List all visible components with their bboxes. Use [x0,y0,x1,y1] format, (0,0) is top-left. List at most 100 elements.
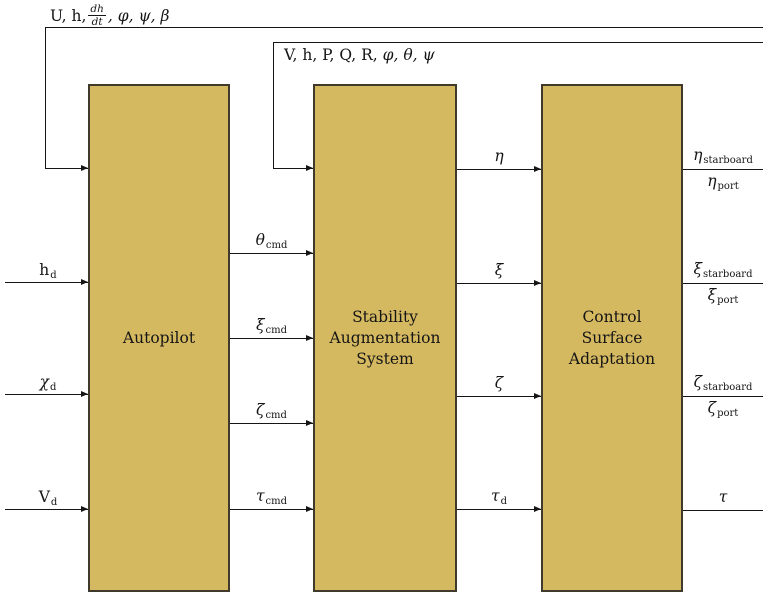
line-xi-cmd [230,338,313,339]
signal-subscript: starboard [703,269,753,280]
input-line-v-d [5,509,88,510]
line-theta-cmd [230,253,313,254]
signal-label-zeta-cmd: ζcmd [239,401,304,421]
input-line-hd [5,282,88,283]
signal-label-zeta: ζ [474,374,524,392]
signal-subscript: cmd [265,496,288,507]
signal-label-tau: τ [685,488,761,506]
signal-base: τ [491,487,500,505]
signal-label-tau-d: τd [474,487,524,507]
signal-subscript: port [717,295,739,306]
arrow-head [534,393,541,399]
signal-subscript: d [50,270,57,281]
signal-label-h-d: hd [27,261,69,281]
signal-label-chi-d: χd [27,373,69,393]
arrow-head [81,391,88,397]
output-line-tau [683,510,763,511]
signal-subscript: d [50,382,57,393]
feedback1-line-horizontal [45,27,763,28]
signal-base: τ [255,487,265,505]
feedback2-line-horizontal [273,42,763,43]
dh-dt-fraction: dh dt [88,3,106,29]
block-sas-label-line3: System [356,349,414,368]
block-control-surface-adaptation: Control Surface Adaptation [541,84,683,592]
block-stability-augmentation-system: Stability Augmentation System [313,84,457,592]
arrow-head [306,420,313,426]
signal-label-xi-starboard: ξstarboard [685,260,761,280]
feedback1-line-vertical [45,27,46,169]
signal-label-xi-port: ξport [685,286,761,306]
feedback2-label-greek: φ, θ, ψ [377,46,435,64]
signal-subscript: port [717,181,739,192]
signal-base: θ [255,231,265,249]
input-line-chi-d [5,394,88,395]
block-autopilot-label: Autopilot [122,328,196,347]
signal-label-eta: η [474,147,524,165]
line-tau-cmd [230,509,313,510]
line-zeta [457,396,541,397]
block-sas-label-line2: Augmentation [329,328,441,347]
arrow-head [306,250,313,256]
signal-base: ζ [693,373,702,391]
line-zeta-cmd [230,423,313,424]
arrow-head [534,506,541,512]
feedback2-label: V, h, P, Q, R, φ, θ, ψ [284,46,435,64]
signal-label-xi-cmd: ξcmd [239,316,304,336]
signal-base: ξ [255,316,265,334]
signal-base: ξ [707,286,717,304]
signal-base: η [707,172,717,190]
feedback1-line-into-autopilot [45,168,88,169]
signal-label-xi: ξ [474,261,524,279]
signal-base: ξ [494,261,504,279]
signal-base: ξ [693,260,703,278]
feedback2-line-vertical [273,42,274,169]
signal-base: η [693,146,703,164]
signal-subscript: starboard [703,155,753,166]
signal-base: τ [718,488,728,506]
signal-base: h [39,261,50,279]
line-eta [457,169,541,170]
signal-subscript: port [717,408,739,419]
signal-label-zeta-port: ζport [685,399,761,419]
arrow-head [306,165,313,171]
output-line-xi [683,283,763,284]
arrow-head [81,165,88,171]
signal-subscript: starboard [702,382,753,393]
feedback2-label-pre: V, h, P, Q, R, [284,46,378,64]
line-xi [457,283,541,284]
block-autopilot: Autopilot [88,84,230,592]
arrow-head [81,506,88,512]
arrow-head [534,280,541,286]
signal-label-tau-cmd: τcmd [239,487,304,507]
signal-subscript: cmd [265,410,287,421]
signal-label-eta-port: ηport [685,172,761,192]
signal-base: χ [39,373,49,391]
block-csa-label-line2: Surface [581,328,643,347]
signal-label-eta-starboard: ηstarboard [685,146,761,166]
signal-label-theta-cmd: θcmd [239,231,304,251]
arrow-head [81,279,88,285]
signal-subscript: d [50,497,58,508]
signal-label-v-d: Vd [27,488,69,508]
signal-subscript: d [500,496,507,507]
block-csa-label-line3: Adaptation [568,349,656,368]
block-sas-label-line1: Stability [352,307,418,326]
signal-label-zeta-starboard: ζstarboard [685,373,761,393]
feedback1-label-greek: , φ, ψ, β [107,6,170,25]
fraction-denominator: dt [91,16,103,29]
arrow-head [306,335,313,341]
signal-subscript: cmd [265,325,288,336]
output-line-eta [683,169,763,170]
signal-base: V [38,488,50,506]
feedback1-label: U, h, dh dt , φ, ψ, β [50,3,169,28]
signal-base: ζ [494,374,504,392]
block-csa-label-line1: Control [582,307,642,326]
signal-base: ζ [707,399,717,417]
output-line-zeta [683,396,763,397]
signal-subscript: cmd [265,240,288,251]
fraction-numerator: dh [88,3,106,17]
line-tau-d [457,509,541,510]
signal-base: η [494,147,504,165]
feedback1-label-pre: U, h, [50,6,87,25]
feedback2-line-into-sas [273,168,313,169]
